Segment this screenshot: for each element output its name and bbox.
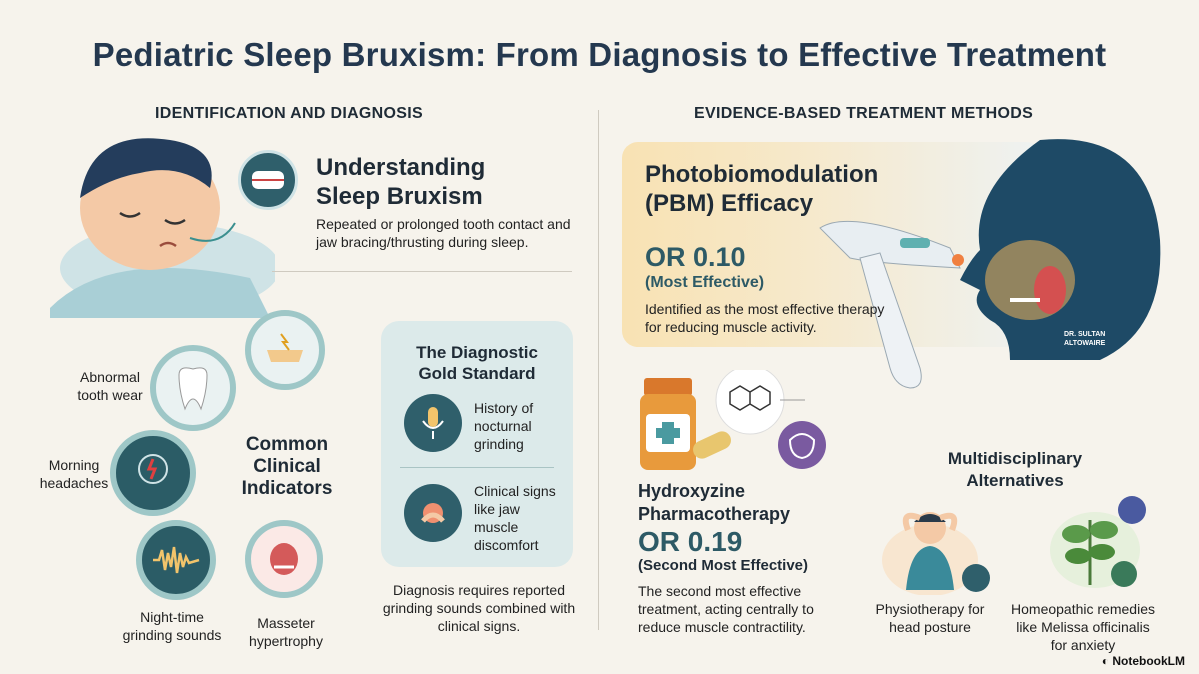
physiotherapy-label: Physiotherapy for head posture — [875, 601, 985, 635]
pbm-title: Photobiomodulation (PBM) Efficacy — [645, 161, 879, 217]
diagnostic-item-clinical: Clinical signs like jaw muscle discomfor… — [474, 483, 556, 553]
jaw-pain-icon — [245, 310, 325, 390]
hydroxyzine-title: Hydroxyzine Pharmacotherapy — [638, 481, 791, 524]
pbm-panel — [622, 142, 1042, 347]
notebooklm-label: NotebookLM — [1112, 654, 1185, 668]
page-title: Pediatric Sleep Bruxism: From Diagnosis … — [92, 36, 1107, 73]
left-divider — [272, 271, 572, 272]
hydroxyzine-description: The second most effective treatment, act… — [638, 583, 814, 635]
column-divider — [598, 110, 599, 630]
hydroxyzine-rank: (Second Most Effective) — [638, 557, 809, 574]
indicator-tooth-wear: Abnormal tooth wear — [77, 369, 143, 403]
sleeping-child-illustration — [50, 138, 275, 318]
notebooklm-icon: ◐ — [1101, 654, 1113, 668]
indicator-grinding-sounds: Night-time grinding sounds — [122, 609, 222, 643]
sound-wave-icon — [136, 520, 216, 600]
diagnostic-title: The Diagnostic Gold Standard — [416, 343, 538, 383]
headache-icon — [110, 430, 196, 516]
jaw-hand-icon — [404, 484, 462, 542]
masseter-icon — [245, 520, 323, 598]
hydroxyzine-odds-ratio: OR 0.19 — [638, 526, 743, 557]
microphone-icon — [404, 394, 462, 452]
laser-device-icon — [819, 220, 964, 389]
physiotherapy-icon — [882, 512, 990, 595]
pbm-odds-ratio: OR 0.10 — [645, 242, 746, 272]
diagnostic-divider — [400, 467, 554, 468]
tooth-icon — [150, 345, 236, 431]
medication-bottle-icon — [640, 370, 826, 470]
pbm-description: Identified as the most effective therapy… — [645, 301, 885, 335]
left-section-heading: IDENTIFICATION AND DIAGNOSIS — [155, 105, 423, 122]
pbm-rank: (Most Effective) — [645, 274, 765, 291]
right-section-heading: EVIDENCE-BASED TREATMENT METHODS — [694, 105, 1034, 122]
diagnostic-item-history: History of nocturnal grinding — [474, 400, 534, 452]
indicator-headaches: Morning headaches — [39, 457, 109, 491]
indicator-masseter: Masseter hypertrophy — [249, 615, 323, 649]
understanding-title: Understanding Sleep Bruxism — [316, 154, 486, 210]
homeopathic-label: Homeopathic remedies like Melissa offici… — [1011, 601, 1155, 653]
diagnostic-note: Diagnosis requires reported grinding sou… — [382, 582, 576, 634]
indicators-title: Common Clinical Indicators — [241, 434, 333, 499]
grinding-teeth-icon — [238, 150, 298, 210]
child-profile-silhouette — [960, 139, 1161, 360]
understanding-description: Repeated or prolonged tooth contact and … — [316, 216, 571, 250]
melissa-plant-icon — [1050, 496, 1146, 588]
watermark-text: DR. SULTAN ALTOWAIRE — [1064, 331, 1106, 347]
notebooklm-logo: ◐ NotebookLM — [1102, 654, 1185, 668]
multidisciplinary-title: Multidisciplinary Alternatives — [947, 449, 1083, 490]
